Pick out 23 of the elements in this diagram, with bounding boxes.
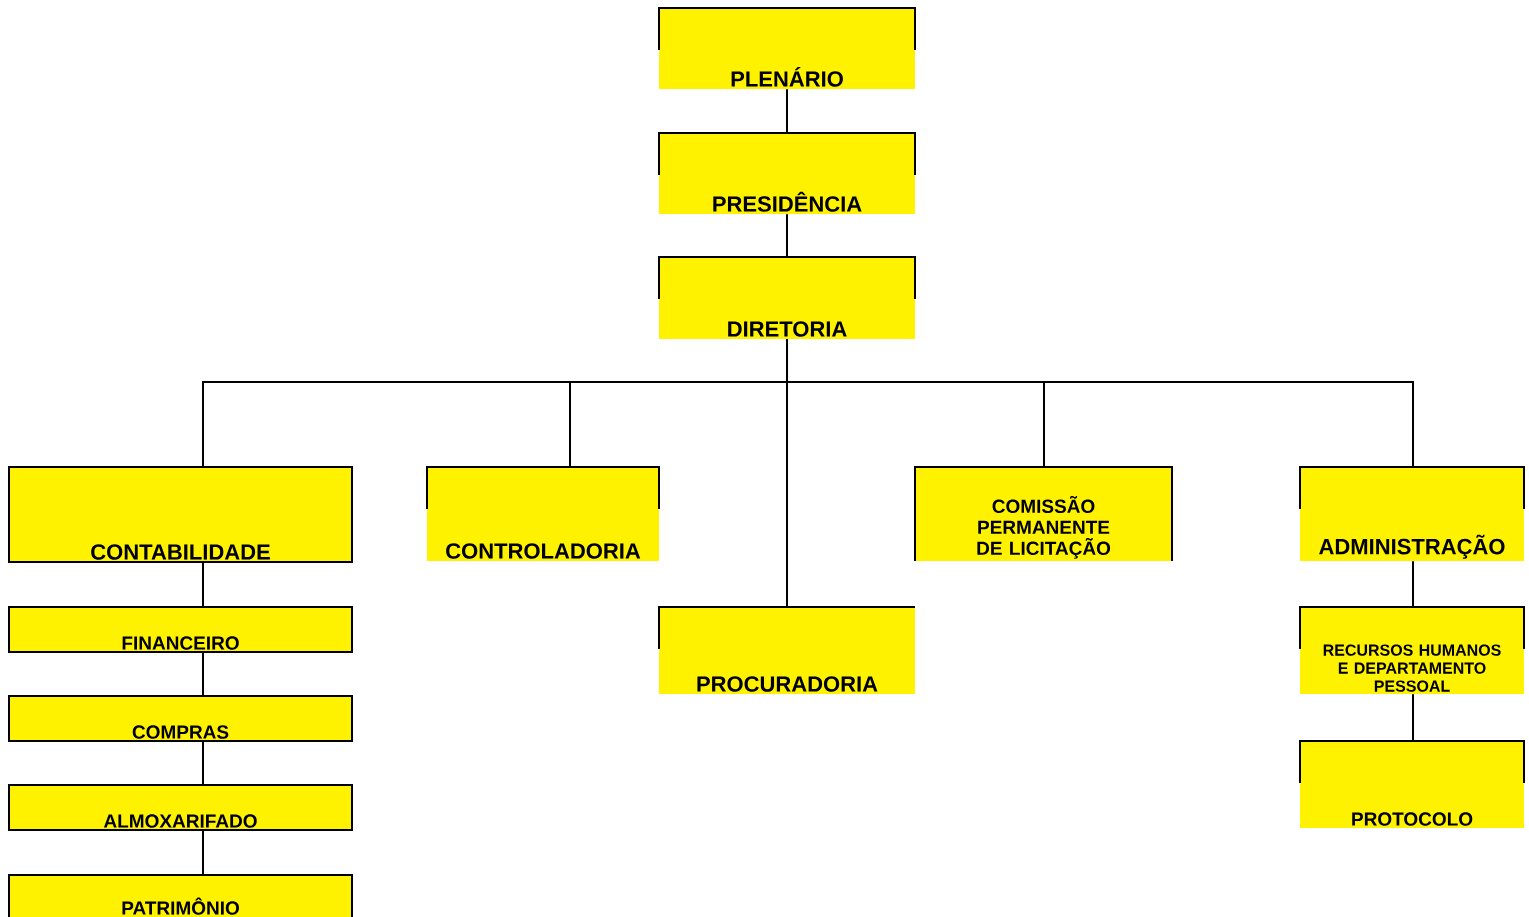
connector-line xyxy=(786,213,788,258)
connector-line xyxy=(202,740,204,786)
org-box: PATRIMÔNIO xyxy=(8,874,353,917)
org-box: PROTOCOLO xyxy=(1299,740,1525,828)
org-box: CONTROLADORIA xyxy=(426,466,660,561)
connector-line xyxy=(202,651,204,697)
org-box: ALMOXARIFADO xyxy=(8,784,353,831)
org-box: RECURSOS HUMANOS E DEPARTAMENTO PESSOAL xyxy=(1299,606,1525,694)
org-box: ADMINISTRAÇÃO xyxy=(1299,466,1525,561)
org-box: DIRETORIA xyxy=(658,256,916,339)
org-box: COMISSÃO PERMANENTE DE LICITAÇÃO xyxy=(914,466,1173,562)
connector-line xyxy=(786,338,1414,468)
org-box: COMPRAS xyxy=(8,695,353,742)
org-box: FINANCEIRO xyxy=(8,606,353,653)
org-box: PRESIDÊNCIA xyxy=(658,132,916,214)
org-box: PROCURADORIA xyxy=(658,606,916,694)
connector-line xyxy=(202,829,204,876)
connector-line xyxy=(786,88,788,134)
org-box: CONTABILIDADE xyxy=(8,466,353,563)
connector-line xyxy=(1412,560,1414,608)
connector-line xyxy=(202,561,204,608)
connector-line xyxy=(1412,693,1414,742)
org-box: PLENÁRIO xyxy=(658,7,916,89)
